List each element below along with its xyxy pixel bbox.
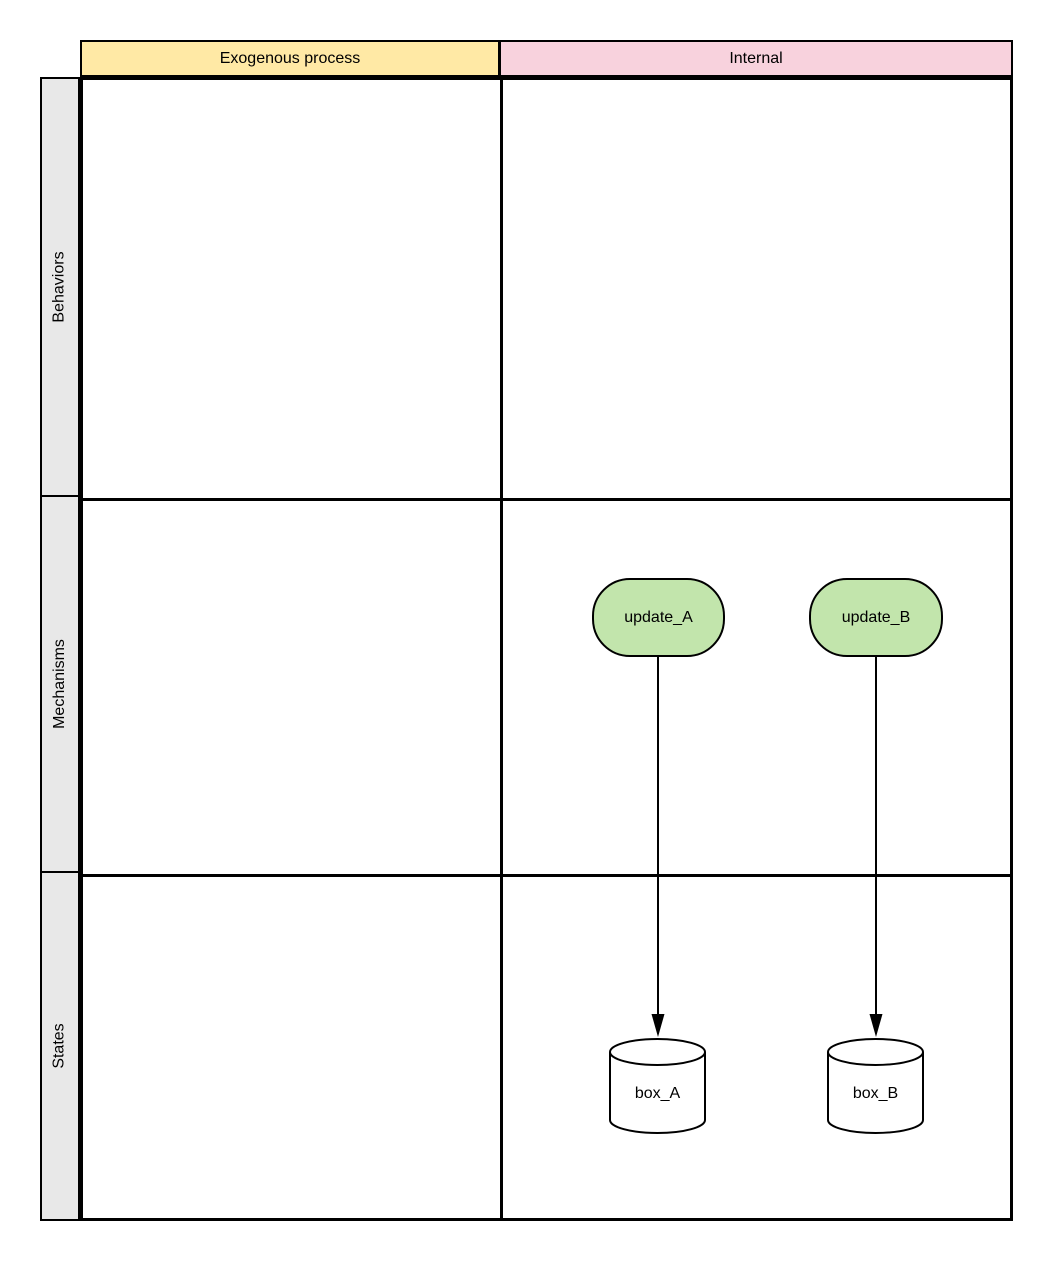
row-label-behaviors-text: Behaviors	[51, 251, 68, 323]
node-update-b-label: update_B	[841, 608, 911, 626]
row-label-mechanisms: Mechanisms	[40, 495, 80, 873]
grid-column-divider	[500, 80, 503, 1218]
grid-row-divider-mechanisms-states	[83, 874, 1010, 877]
column-header-internal: Internal	[499, 40, 1013, 77]
column-header-exogenous-process-label: Exogenous process	[219, 49, 361, 67]
node-update-a-label: update_A	[624, 608, 693, 626]
row-label-states-text: States	[51, 1023, 69, 1069]
row-label-behaviors: Behaviors	[40, 77, 80, 497]
row-label-mechanisms-text: Mechanisms	[51, 639, 68, 729]
node-update-a[interactable]: update_A	[592, 578, 725, 657]
column-header-internal-label: Internal	[729, 49, 783, 67]
row-label-states: States	[40, 871, 80, 1221]
column-header-exogenous-process: Exogenous process	[80, 40, 500, 77]
node-update-b[interactable]: update_B	[809, 578, 943, 657]
grid-row-divider-behaviors-mechanisms	[83, 498, 1010, 501]
